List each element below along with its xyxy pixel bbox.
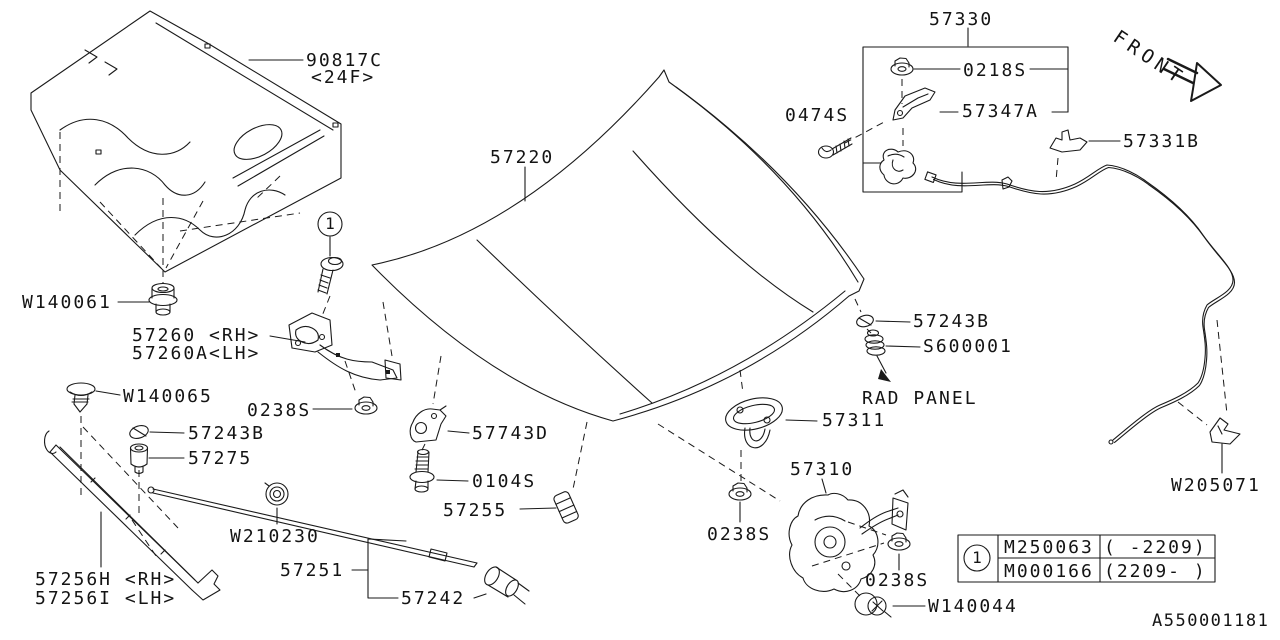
clip-w205071-drawing bbox=[1209, 417, 1241, 445]
hinge-57260-drawing bbox=[288, 312, 402, 381]
clip-57331b-drawing bbox=[1049, 129, 1088, 153]
hinge-bolt-drawing bbox=[317, 256, 344, 295]
leader-lines bbox=[95, 27, 1223, 607]
bracket-57743d-drawing bbox=[409, 405, 447, 443]
part-label-hinge-rh: 57260 <RH> bbox=[132, 325, 260, 346]
part-label-hood: 57220 bbox=[490, 147, 554, 168]
table-part-no-row1: M250063 bbox=[1004, 537, 1094, 558]
screw-0474s-drawing bbox=[817, 137, 853, 159]
part-label-insulator: 90817C bbox=[306, 50, 383, 71]
table-applicability-row2: (2209- ) bbox=[1104, 561, 1207, 582]
lock-57310-drawing bbox=[788, 489, 909, 593]
part-label-stay-lh: 57256I <LH> bbox=[35, 588, 176, 609]
front-direction-arrow bbox=[1162, 57, 1222, 102]
hood-panel-drawing bbox=[371, 69, 865, 422]
plug-57243b-left-drawing bbox=[129, 425, 149, 439]
front-latch-drawing bbox=[879, 148, 917, 185]
rad-panel-label: RAD PANEL bbox=[862, 388, 978, 409]
part-label-bracket-57347a: 57347A bbox=[962, 101, 1039, 122]
rod-clamp-57242-drawing bbox=[484, 566, 530, 605]
part-label-clip-w205071: W205071 bbox=[1171, 475, 1261, 496]
part-label-nut-0218s: 0218S bbox=[963, 60, 1027, 81]
part-label-stay-rh: 57256H <RH> bbox=[35, 569, 176, 590]
part-label-clip-w140065: W140065 bbox=[123, 386, 213, 407]
part-label-cushion-57275: 57275 bbox=[188, 448, 252, 469]
part-label-hinge-lh: 57260A<LH> bbox=[132, 343, 260, 364]
part-label-nut-0238s-left: 0238S bbox=[247, 400, 311, 421]
bracket-57347a-drawing bbox=[892, 87, 936, 121]
part-label-lock-assembly: 57330 bbox=[929, 9, 993, 30]
plug-57243b-right-drawing bbox=[856, 314, 874, 328]
insulator-panel-drawing bbox=[30, 10, 342, 273]
part-label-cushion-57255: 57255 bbox=[443, 500, 507, 521]
release-cable-drawing bbox=[924, 164, 1236, 445]
bolt-w140061-drawing bbox=[148, 282, 178, 316]
cushion-57275-drawing bbox=[129, 443, 149, 475]
nut-0238s-center-drawing bbox=[728, 482, 752, 501]
table-part-no-row2: M000166 bbox=[1004, 561, 1094, 582]
part-label-bolt-0104s: 0104S bbox=[472, 471, 536, 492]
screw-w140044-drawing bbox=[854, 592, 892, 618]
stay-rod-57251-drawing bbox=[147, 486, 478, 568]
construction-lines bbox=[59, 79, 1228, 598]
part-label-grommet-w210230: W210230 bbox=[230, 526, 320, 547]
table-applicability-row1: ( -2209) bbox=[1104, 537, 1207, 558]
part-label-screw-s600001: S600001 bbox=[923, 336, 1013, 357]
part-label-insulator-spec: <24F> bbox=[311, 67, 375, 88]
bolt-0104s-drawing bbox=[409, 448, 435, 493]
part-label-stay-rod: 57251 bbox=[280, 560, 344, 581]
striker-57311-drawing bbox=[725, 397, 783, 449]
clip-w140065-drawing bbox=[66, 382, 96, 413]
part-label-plug-57243b-right: 57243B bbox=[913, 311, 990, 332]
note-table bbox=[957, 534, 1216, 583]
part-label-bracket-57743d: 57743D bbox=[472, 423, 549, 444]
callout-1-hinge-number: 1 bbox=[325, 214, 335, 233]
part-label-screw-w140044: W140044 bbox=[928, 596, 1018, 617]
nut-0218s-drawing bbox=[890, 57, 914, 76]
part-label-screw-0474s: 0474S bbox=[785, 105, 849, 126]
screw-s600001-drawing bbox=[864, 329, 891, 382]
nut-0238s-left-drawing bbox=[354, 396, 378, 415]
part-label-clip-57331b: 57331B bbox=[1123, 131, 1200, 152]
nut-0238s-right-drawing bbox=[887, 532, 911, 551]
part-label-rod-clamp: 57242 bbox=[401, 588, 465, 609]
grommet-w210230-drawing bbox=[264, 482, 289, 506]
callout-1-hinge bbox=[317, 211, 343, 237]
part-label-bolt-w140061: W140061 bbox=[22, 292, 112, 313]
part-label-lock-57310: 57310 bbox=[790, 459, 854, 480]
drawing-code: A550001181 bbox=[1152, 611, 1269, 631]
part-label-nut-0238s-right: 0238S bbox=[865, 570, 929, 591]
part-label-nut-0238s-center: 0238S bbox=[707, 524, 771, 545]
part-label-plug-57243b-left: 57243B bbox=[188, 423, 265, 444]
part-label-striker-57311: 57311 bbox=[822, 410, 886, 431]
front-direction-label: FRONT bbox=[1109, 26, 1189, 90]
cushion-57255-drawing bbox=[553, 491, 579, 524]
stay-57256-drawing bbox=[44, 430, 221, 601]
callout-1-table-number: 1 bbox=[972, 548, 982, 567]
